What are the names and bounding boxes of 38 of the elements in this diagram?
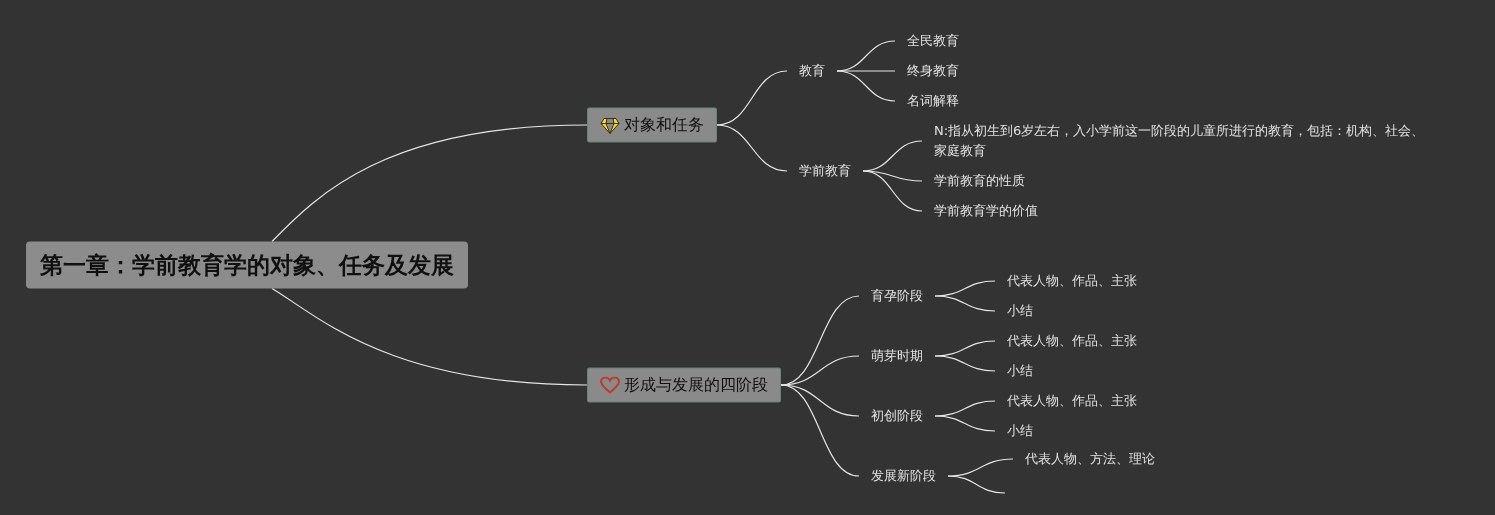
subtopic-label: 初创阶段 bbox=[859, 405, 935, 427]
connector-line bbox=[271, 287, 588, 386]
connector-line bbox=[947, 458, 1014, 477]
subtopic-label: 发展新阶段 bbox=[859, 465, 948, 487]
subtopic-label: 小结 bbox=[995, 300, 1045, 322]
subtopic-label: 代表人物、作品、主张 bbox=[995, 390, 1149, 412]
subtopic-label: 教育 bbox=[787, 60, 837, 82]
connector-line bbox=[780, 384, 860, 417]
connector-line bbox=[862, 170, 923, 182]
subtopic-label: 全民教育 bbox=[895, 30, 971, 52]
connector-line bbox=[947, 475, 1006, 494]
subtopic-label: 学前教育的性质 bbox=[922, 170, 1037, 192]
subtopic-label: 萌芽时期 bbox=[859, 345, 935, 367]
subtopic-label: 学前教育 bbox=[787, 160, 863, 182]
subtopic-label: N:指从初生到6岁左右，入小学前这一阶段的儿童所进行的教育，包括：机构、社会、家庭教育 bbox=[922, 119, 1442, 163]
connector-line bbox=[934, 415, 996, 432]
connector-line bbox=[836, 70, 896, 102]
connector-line bbox=[716, 70, 788, 126]
subtopic-label: 学前教育学的价值 bbox=[922, 200, 1050, 222]
subtopic-label: 小结 bbox=[995, 420, 1045, 442]
topic-text: 对象和任务 bbox=[624, 114, 704, 136]
connector-line bbox=[862, 170, 923, 212]
connector-line bbox=[934, 355, 996, 372]
subtopic-label: 代表人物、作品、主张 bbox=[995, 270, 1149, 292]
connector-line bbox=[780, 384, 860, 477]
subtopic-label: 名词解释 bbox=[895, 90, 971, 112]
topic-box bbox=[587, 367, 781, 403]
connector-line bbox=[271, 124, 588, 243]
subtopic-label: 终身教育 bbox=[895, 60, 971, 82]
connector-line bbox=[934, 295, 996, 312]
subtopic-label: 小结 bbox=[995, 360, 1045, 382]
central-topic: 第一章：学前教育学的对象、任务及发展 bbox=[26, 241, 468, 289]
connector-line bbox=[716, 124, 788, 172]
topic-text: 形成与发展的四阶段 bbox=[624, 374, 768, 396]
subtopic-label: 代表人物、作品、主张 bbox=[995, 330, 1149, 352]
subtopic-label: 代表人物、方法、理论 bbox=[1013, 448, 1167, 470]
subtopic-label: 育孕阶段 bbox=[859, 285, 935, 307]
topic-box bbox=[587, 107, 717, 143]
